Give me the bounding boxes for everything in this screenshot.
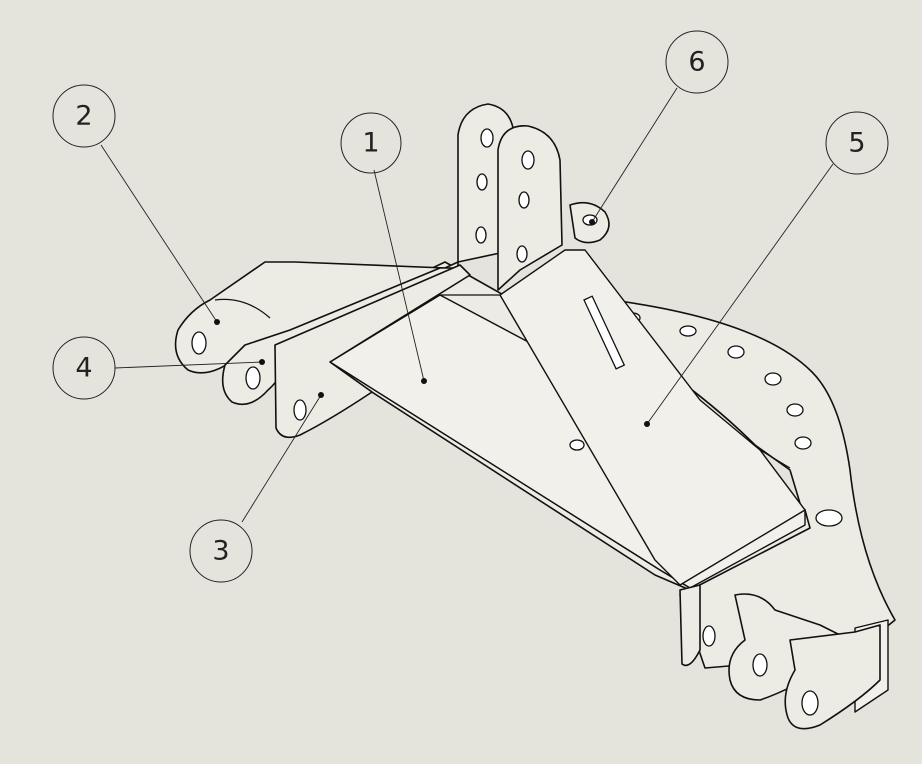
hole-icon: [480, 128, 494, 148]
hole-icon: [801, 690, 819, 716]
hole-icon: [679, 325, 697, 337]
leader-lines: [100, 87, 834, 523]
bottom-right-lugs: [679, 584, 881, 730]
hole-icon: [794, 436, 812, 450]
hole-icon: [475, 226, 487, 244]
balloon-6-label: 6: [688, 47, 705, 78]
balloon-2-label: 2: [75, 101, 92, 132]
balloon-1-label: 1: [362, 128, 379, 159]
hole-icon: [245, 366, 261, 390]
hole-icon: [521, 150, 535, 170]
balloon-5-label: 5: [848, 128, 865, 159]
hole-icon: [702, 625, 716, 647]
vertical-ears: [457, 103, 563, 291]
balloon-4-label: 4: [75, 353, 92, 384]
balloon-3: 3: [189, 519, 253, 583]
balloon-3-label: 3: [212, 536, 229, 567]
hole-icon: [727, 345, 745, 359]
hole-icon: [815, 509, 843, 527]
balloon-6: 6: [665, 30, 729, 94]
balloon-5: 5: [825, 111, 889, 175]
hole-icon: [293, 399, 307, 421]
hole-icon: [764, 372, 782, 386]
slot-icon: [583, 295, 626, 370]
hole-icon: [752, 653, 768, 677]
hole-icon: [516, 245, 528, 263]
hole-icon: [518, 191, 530, 209]
balloon-4: 4: [52, 336, 116, 400]
part-5-center-plate: [499, 249, 806, 586]
hole-icon: [786, 403, 804, 417]
hole-icon: [191, 331, 207, 355]
hole-icon: [569, 439, 585, 451]
balloon-1: 1: [340, 112, 402, 174]
balloon-2: 2: [52, 84, 116, 148]
hole-icon: [476, 173, 488, 191]
